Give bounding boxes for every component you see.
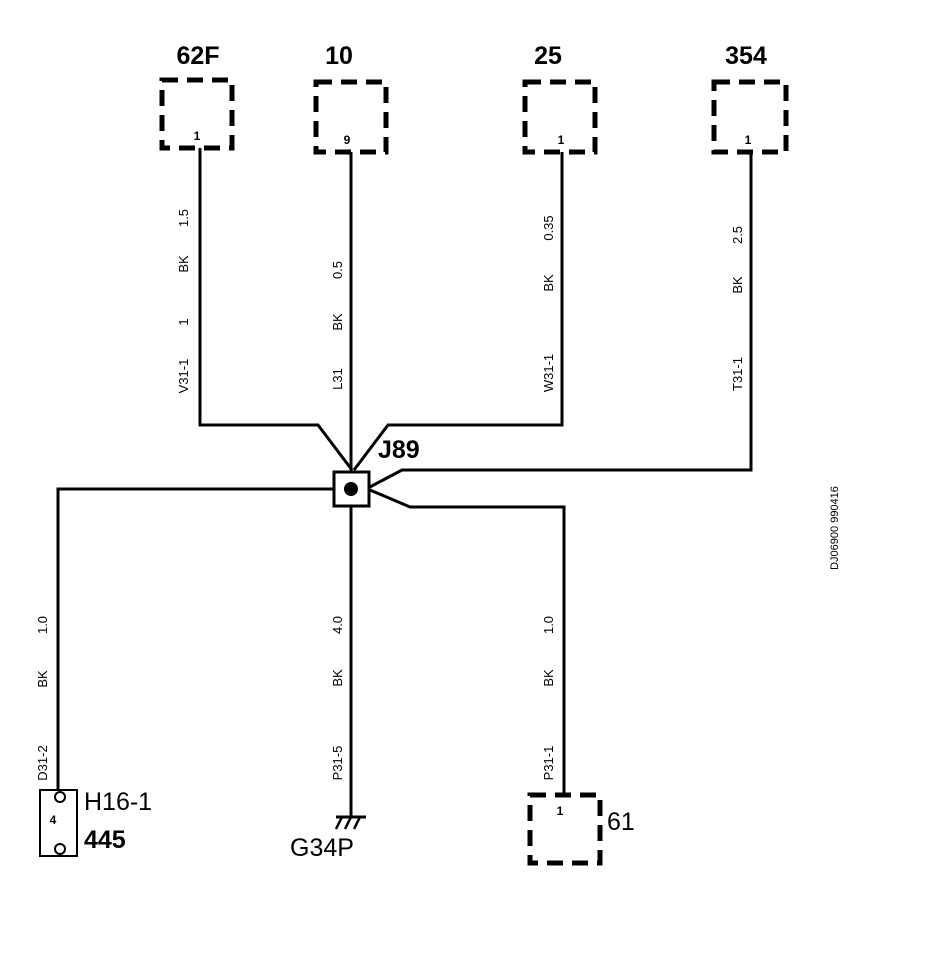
splice-j89-dot xyxy=(344,482,358,496)
wire-62f-circuit: V31-1 xyxy=(176,359,191,394)
wire-25-color: BK xyxy=(541,274,556,292)
connector-354[interactable]: 354 1 xyxy=(711,42,789,155)
connector-61-pin: 1 xyxy=(557,804,564,818)
wire-61-color: BK xyxy=(541,669,556,687)
ground-hatch-icon xyxy=(343,816,353,830)
connector-25-box xyxy=(522,79,598,155)
connector-h16-1-sublabel: 445 xyxy=(84,826,126,854)
wire-h16-color: BK xyxy=(35,670,50,688)
connector-61[interactable]: 1 61 xyxy=(527,792,635,866)
connector-h16-1-terminal-bottom-icon xyxy=(54,843,66,855)
wire-62f-size: 1.5 xyxy=(176,209,191,227)
wire-g34p-circuit: P31-5 xyxy=(330,746,345,781)
wire-354-size: 2.5 xyxy=(730,226,745,244)
splice-j89[interactable]: J89 xyxy=(332,436,420,508)
wire-62f-color: BK xyxy=(176,255,191,273)
connector-25-label: 25 xyxy=(534,42,562,70)
ground-hatch-icon xyxy=(334,816,344,830)
connector-10-box xyxy=(313,79,389,155)
connector-25-pin: 1 xyxy=(558,133,565,147)
connector-354-pin: 1 xyxy=(745,133,752,147)
wire-25-size: 0.35 xyxy=(541,215,556,240)
wire-25[interactable] xyxy=(352,152,564,471)
wire-354-circuit: T31-1 xyxy=(730,357,745,391)
connector-10[interactable]: 10 9 xyxy=(313,42,389,155)
wire-h16-circuit: D31-2 xyxy=(35,745,50,780)
wire-25-circuit: W31-1 xyxy=(541,354,556,392)
splice-j89-label: J89 xyxy=(378,436,420,464)
ground-hatch-icon xyxy=(352,816,362,830)
wire-61-size: 1.0 xyxy=(541,616,556,634)
wire-h16-size: 1.0 xyxy=(35,616,50,634)
connector-h16-1-label: H16-1 xyxy=(84,788,152,816)
wire-354[interactable] xyxy=(367,152,753,490)
connector-354-label: 354 xyxy=(725,42,767,70)
ground-g34p[interactable]: G34P xyxy=(290,815,366,862)
connector-62f-box xyxy=(159,77,235,151)
connector-61-box xyxy=(527,792,603,866)
connector-62f-pin: 1 xyxy=(194,129,201,143)
wire-62f-number: 1 xyxy=(176,318,191,325)
wire-61-circuit: P31-1 xyxy=(541,746,556,781)
connector-61-label: 61 xyxy=(607,808,635,836)
connector-62f[interactable]: 62F 1 xyxy=(159,42,235,151)
connector-10-pin: 9 xyxy=(344,133,351,147)
wire-10-circuit: L31 xyxy=(330,368,345,390)
wire-354-color: BK xyxy=(730,276,745,294)
connector-h16-1[interactable]: 4 H16-1 445 xyxy=(39,788,152,857)
ground-g34p-label: G34P xyxy=(290,834,354,862)
connector-62f-label: 62F xyxy=(176,42,219,70)
wire-62f[interactable] xyxy=(198,148,354,471)
wire-61[interactable] xyxy=(369,488,566,793)
reference-code: DJ06900 990416 xyxy=(829,486,841,570)
connector-h16-1-terminal-top-icon xyxy=(54,791,66,803)
wire-10-color: BK xyxy=(330,313,345,331)
wire-g34p-color: BK xyxy=(330,669,345,687)
connector-25[interactable]: 25 1 xyxy=(522,42,598,155)
wire-10-size: 0.5 xyxy=(330,261,345,279)
connector-10-label: 10 xyxy=(325,42,353,70)
connector-h16-1-pin: 4 xyxy=(50,813,57,827)
wire-h16[interactable] xyxy=(56,487,335,790)
wire-g34p-size: 4.0 xyxy=(330,616,345,634)
